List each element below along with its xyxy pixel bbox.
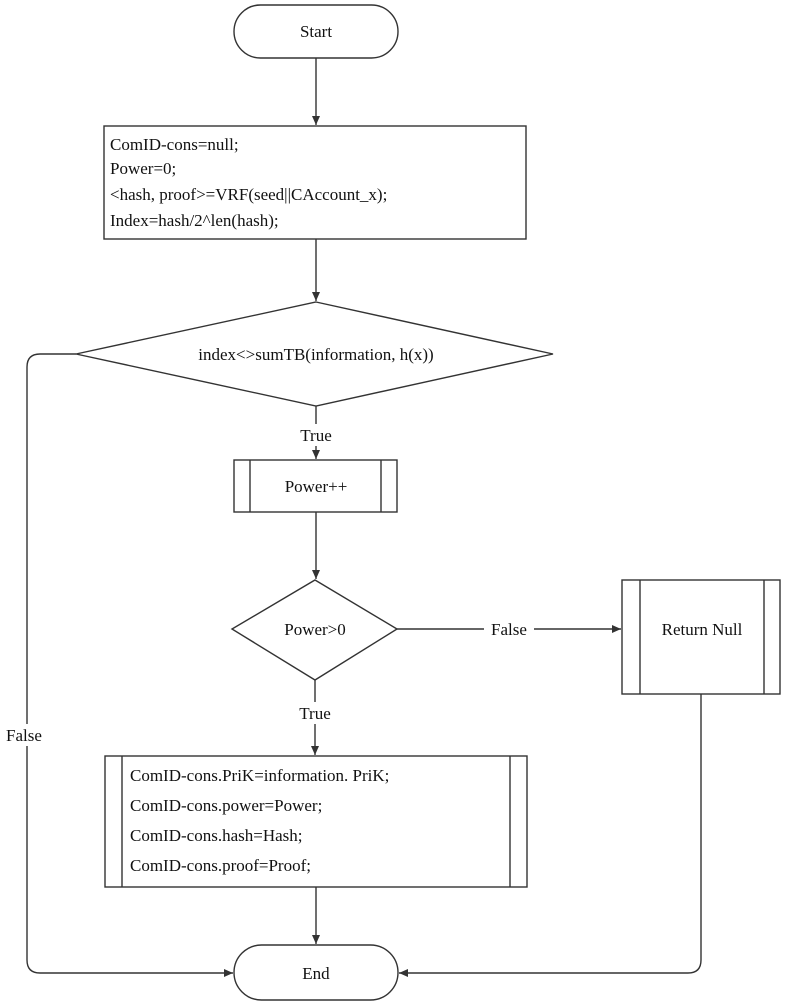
assign-line-2: ComID-cons.power=Power; (130, 796, 322, 815)
power-increment-process: Power++ (233, 459, 398, 513)
init-line-1: ComID-cons=null; (110, 135, 239, 154)
end-label: End (302, 964, 330, 983)
init-line-4: Index=hash/2^len(hash); (110, 211, 279, 230)
decision1-label: index<>sumTB(information, h(x)) (198, 345, 433, 364)
decision2-false-label: False (491, 620, 527, 639)
decision1-false-label: False (6, 726, 42, 745)
assign-line-3: ComID-cons.hash=Hash; (130, 826, 302, 845)
return-null-process: Return Null (621, 579, 781, 695)
start-label: Start (300, 22, 332, 41)
decision1-true-label: True (300, 426, 332, 445)
decision2-label: Power>0 (284, 620, 346, 639)
arrow-returnnull-end (399, 694, 702, 977)
init-line-2: Power=0; (110, 159, 176, 178)
init-process: ComID-cons=null; Power=0; <hash, proof>=… (103, 125, 527, 240)
assign-process: ComID-cons.PriK=information. PriK; ComID… (104, 755, 528, 888)
decision2-true-label: True (299, 704, 331, 723)
decision-index-check: index<>sumTB(information, h(x)) (75, 301, 554, 407)
init-line-3: <hash, proof>=VRF(seed||CAccount_x); (110, 185, 387, 204)
power-inc-label: Power++ (285, 477, 348, 496)
start-node: Start (233, 4, 399, 59)
decision-power-check: Power>0 (230, 579, 399, 681)
arrow-decision1-false (26, 353, 233, 977)
end-node: End (233, 944, 399, 1001)
assign-line-4: ComID-cons.proof=Proof; (130, 856, 311, 875)
return-null-label: Return Null (662, 620, 743, 639)
assign-line-1: ComID-cons.PriK=information. PriK; (130, 766, 389, 785)
